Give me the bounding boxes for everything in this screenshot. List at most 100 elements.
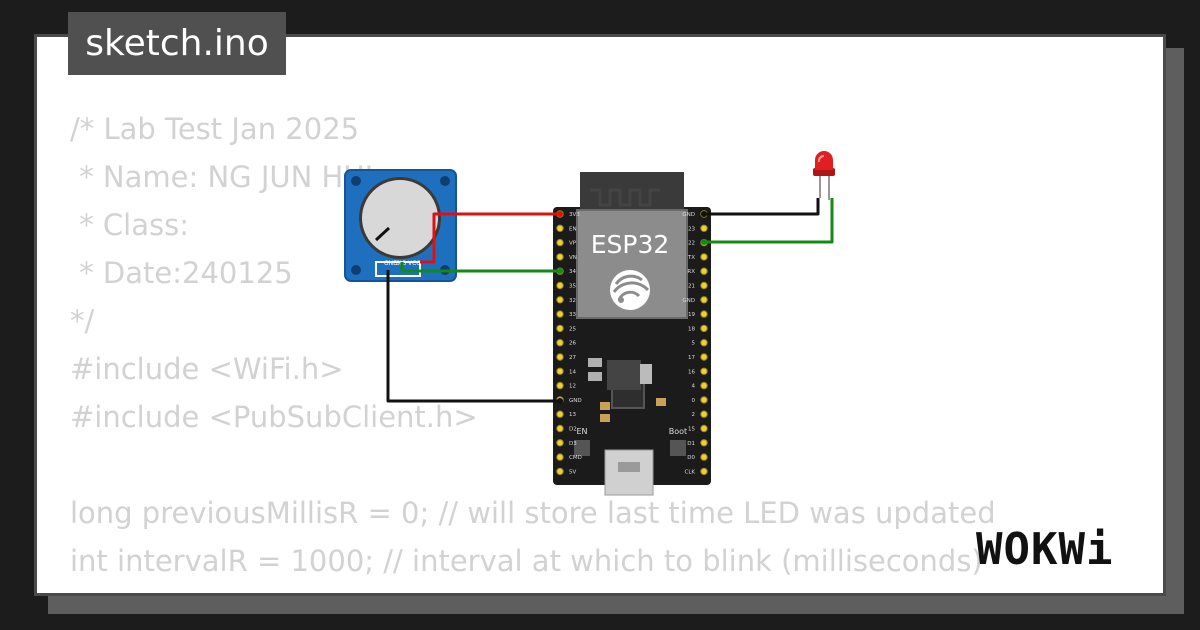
wire-led-ground[interactable]: [704, 198, 820, 216]
pin-label: TX: [687, 255, 695, 261]
pin-label: 13: [569, 412, 576, 418]
pin-left-en[interactable]: [556, 224, 564, 233]
pin-label: GND: [569, 398, 582, 404]
pin-left-cmd[interactable]: [556, 453, 564, 461]
pin-label: GND: [682, 298, 695, 304]
pin-label: 19: [688, 312, 695, 318]
pot-pin-vcc: VCC: [408, 260, 420, 267]
knob-indicator: [374, 226, 391, 242]
pin-left-vp[interactable]: [556, 238, 564, 247]
pin-right-clk[interactable]: [700, 467, 708, 476]
code-line: #include <PubSubClient.h>: [70, 400, 478, 434]
pin-label: D2: [569, 427, 577, 433]
pin-left-14[interactable]: [556, 367, 564, 375]
pin-right-d1[interactable]: [700, 439, 708, 447]
wire-pot-signal[interactable]: [400, 262, 560, 273]
pin-left-32[interactable]: [556, 296, 564, 304]
pin-label: 5: [692, 341, 696, 347]
code-line: * Date:240125: [70, 256, 293, 290]
pin-label: 25: [569, 326, 576, 332]
pin-left-5v[interactable]: [556, 467, 564, 476]
en-button-label: EN: [576, 427, 587, 436]
code-line: long previousMillisR = 0; // will store …: [70, 496, 996, 530]
code-line: * Class:: [70, 208, 190, 242]
pin-label: 34: [569, 269, 576, 275]
wire-endpoints: [557, 211, 707, 404]
pin-label: 32: [569, 298, 576, 304]
pin-label: 3V3: [569, 212, 580, 218]
pin-left-12[interactable]: [556, 381, 564, 390]
pin-label: 2: [692, 412, 696, 418]
pin-label: RX: [687, 269, 695, 275]
pin-left-25[interactable]: [556, 324, 564, 333]
pin-right-17[interactable]: [700, 353, 708, 361]
pin-label: 5V: [569, 469, 576, 475]
pin-label: 21: [688, 284, 695, 290]
en-button[interactable]: [574, 440, 590, 456]
wire-power[interactable]: [420, 212, 560, 264]
pin-left-d2[interactable]: [556, 424, 564, 433]
code-line: #include <WiFi.h>: [70, 352, 344, 386]
pin-right-d0[interactable]: [700, 453, 708, 461]
pin-left-26[interactable]: [556, 339, 564, 347]
esp32-label: ESP32: [591, 230, 670, 259]
code-line: boolean ReadOK = ...: [70, 585, 996, 593]
potentiometer[interactable]: GND SIG VCC: [344, 169, 457, 282]
esp32-board[interactable]: ESP32 EN Boot 3V3ENVPVN34353233252627141…: [553, 172, 711, 496]
pin-label: GND: [682, 212, 695, 218]
code-line: int intervalR = 1000; // interval at whi…: [70, 544, 983, 578]
usb-port: [604, 449, 654, 496]
wire-pot-ground[interactable]: [386, 270, 560, 403]
pin-label: 16: [688, 369, 695, 375]
pin-right-4[interactable]: [700, 381, 708, 390]
pin-left-13[interactable]: [556, 410, 564, 418]
pot-pin-gnd: GND: [384, 260, 398, 267]
pin-right-18[interactable]: [700, 324, 708, 333]
pin-left-35[interactable]: [556, 281, 564, 290]
code-editor[interactable]: /* Lab Test Jan 2025 * Name: NG JUN HUI …: [70, 105, 996, 593]
pin-label: 4: [692, 384, 696, 390]
pin-label: 12: [569, 384, 576, 390]
pin-label: EN: [569, 226, 577, 232]
pin-right-16[interactable]: [700, 367, 708, 375]
pin-right-21[interactable]: [700, 281, 708, 290]
pin-label: D1: [687, 441, 695, 447]
pin-label: CLK: [684, 469, 695, 475]
pin-right-15[interactable]: [700, 424, 708, 433]
pin-label: 14: [569, 369, 576, 375]
pin-label: 0: [692, 398, 696, 404]
pin-label: 15: [688, 427, 695, 433]
pin-label: 26: [569, 341, 576, 347]
pin-right-19[interactable]: [700, 310, 708, 318]
led[interactable]: [813, 151, 835, 200]
pin-label: 33: [569, 312, 576, 318]
pin-label: 27: [569, 355, 576, 361]
wire-led-signal[interactable]: [704, 198, 834, 244]
code-line: /* Lab Test Jan 2025: [70, 112, 360, 146]
espressif-logo-icon: [610, 270, 650, 310]
boot-button[interactable]: [670, 440, 686, 456]
pin-left-27[interactable]: [556, 353, 564, 361]
file-tab[interactable]: sketch.ino: [68, 12, 286, 75]
pin-label: VN: [569, 255, 577, 261]
pin-label: D3: [569, 441, 577, 447]
code-line: */: [70, 304, 95, 338]
wokwi-logo: WOKWi: [976, 524, 1114, 575]
pin-right-2[interactable]: [700, 410, 708, 418]
pin-right-5[interactable]: [700, 339, 708, 347]
wires: [386, 198, 834, 403]
pin-right-23[interactable]: [700, 224, 708, 233]
pin-right-0[interactable]: [700, 396, 708, 404]
pin-label: D0: [687, 455, 695, 461]
pin-label: 18: [688, 326, 695, 332]
pin-left-vn[interactable]: [556, 253, 564, 261]
pin-left-d3[interactable]: [556, 439, 564, 447]
pin-label: 22: [688, 241, 695, 247]
code-line: * Name: NG JUN HUI: [70, 160, 374, 194]
boot-button-label: Boot: [669, 427, 687, 436]
pin-right-gnd[interactable]: [700, 296, 708, 304]
pin-left-33[interactable]: [556, 310, 564, 318]
pin-right-rx[interactable]: [700, 267, 708, 275]
pin-right-tx[interactable]: [700, 253, 708, 261]
